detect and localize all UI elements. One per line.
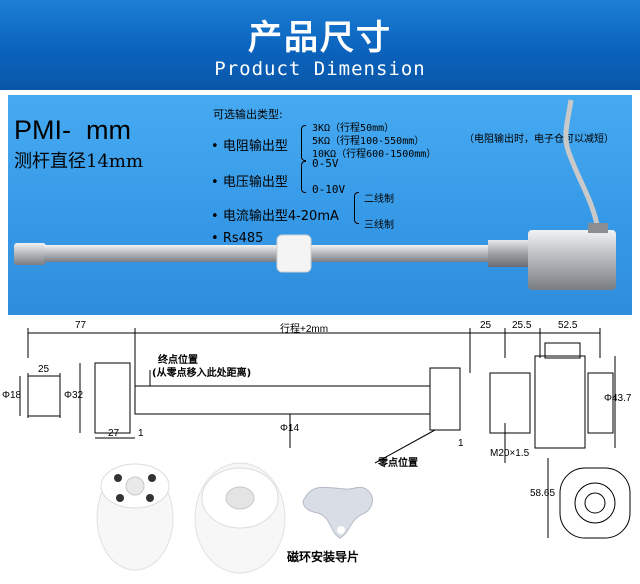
dim-27: 27: [108, 428, 120, 439]
dim-52-5: 52.5: [558, 320, 578, 331]
magnet-ring-plain: [194, 462, 286, 574]
brace: [354, 192, 359, 224]
end-point-label: 终点位置: [158, 355, 198, 366]
zero-point-label: 零点位置: [378, 458, 418, 469]
resistance-option: 3KΩ（行程50mm）: [312, 123, 395, 134]
cable: [563, 99, 601, 231]
dim-32: Φ32: [64, 390, 84, 401]
cable-gland: [588, 223, 608, 233]
resistance-option: 5KΩ（行程100-550mm）: [312, 136, 425, 147]
resistance-output-label: • 电阻输出型: [211, 139, 288, 154]
voltage-option: 0-10V: [312, 183, 346, 196]
rs485-text: Rs485: [222, 231, 264, 246]
end-point-note: (从零点移入此处距离): [152, 368, 252, 379]
guide-plate-caption: 磁环安装导片: [287, 550, 360, 564]
brace: [301, 161, 306, 193]
resistance-output-text: 电阻输出型: [222, 139, 288, 154]
rod-diameter-label: 测杆直径14mm: [14, 151, 144, 172]
dim-25-5: 25.5: [512, 320, 532, 331]
dim-43-7: Φ43.7: [604, 393, 632, 404]
current-output-label: • 电流输出型4-20mA: [211, 209, 339, 224]
resistance-note: （电阻输出时，电子仓可以减短）: [464, 134, 614, 145]
rod-end: [14, 243, 46, 265]
resistance-option: 10KΩ（行程600-1500mm）: [312, 149, 437, 160]
header-banner: 产品尺寸 Product Dimension: [0, 0, 640, 90]
dim-1-right: 1: [458, 438, 464, 449]
brace: [301, 125, 306, 161]
drawing-lines: [19, 328, 631, 539]
sensor-photo: [14, 99, 616, 290]
voltage-option: 0-5V: [312, 157, 339, 170]
output-options-title: 可选输出类型:: [213, 108, 283, 121]
page-title: 产品尺寸: [248, 18, 392, 58]
dim-25-right: 25: [480, 320, 492, 331]
dim-18: Φ18: [2, 390, 22, 401]
dim-1-left: 1: [138, 428, 144, 439]
product-photo-panel: PMI- mm 测杆直径14mm 可选输出类型: • 电阻输出型 3KΩ（行程5…: [8, 95, 632, 315]
magnet-ring: [276, 234, 312, 273]
voltage-output-text: 电压输出型: [222, 175, 288, 190]
current-output-text: 电流输出型4-20mA: [222, 209, 339, 224]
electronics-housing: [528, 230, 616, 290]
dim-m20: M20×1.5: [490, 448, 530, 459]
dimension-drawing: 77 行程+2mm 25 25.5 52.5 25 Φ18 Φ32 27 1 Φ…: [0, 318, 640, 584]
current-option: 三线制: [364, 220, 394, 231]
dim-14: Φ14: [280, 423, 300, 434]
rs485-label: • Rs485: [211, 231, 264, 246]
model-label: PMI- mm: [14, 115, 131, 145]
voltage-output-label: • 电压输出型: [211, 175, 288, 190]
guide-plate: [302, 486, 373, 539]
magnet-parts: [96, 462, 373, 574]
thread-section: [488, 240, 528, 267]
dim-77: 77: [75, 320, 87, 331]
dim-58-65: 58.65: [530, 488, 556, 499]
magnet-ring-with-screws: [96, 463, 174, 571]
dim-stroke: 行程+2mm: [280, 324, 329, 335]
dim-25-left: 25: [38, 364, 50, 375]
current-option: 二线制: [364, 194, 394, 205]
page-subtitle: Product Dimension: [214, 58, 426, 80]
